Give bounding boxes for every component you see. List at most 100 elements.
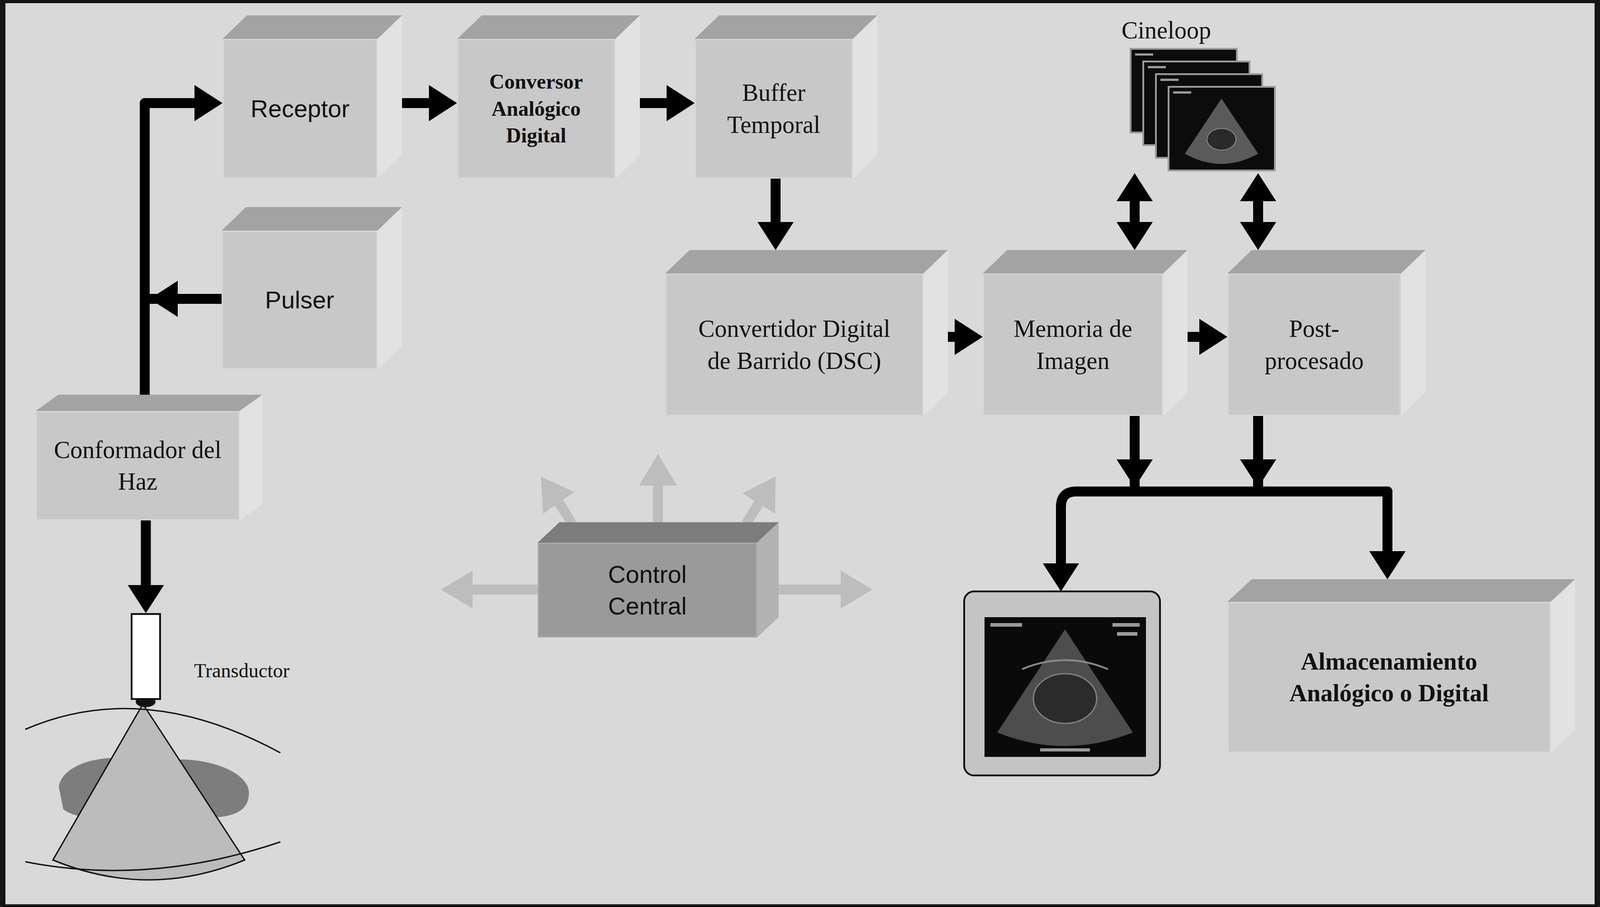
box-side [1401, 250, 1426, 417]
box-top [982, 250, 1188, 274]
label-area: Receptor [222, 38, 378, 179]
screen-marks [1112, 623, 1140, 627]
label-area: Almacenamiento Analógico o Digital [1227, 601, 1551, 753]
process-box: Receptor [222, 15, 403, 179]
box-side [923, 250, 948, 417]
node-label: Pulser [265, 284, 335, 316]
process-box: Memoria de Imagen [982, 250, 1188, 417]
control-arrow-head [742, 476, 776, 514]
frame-fan [1184, 98, 1259, 165]
node-label: Convertidor Digital de Barrido (DSC) [688, 312, 901, 377]
box-face [666, 274, 924, 416]
node-label: Memoria de Imagen [998, 312, 1148, 377]
connector-line [144, 103, 198, 395]
box-top [1227, 250, 1426, 274]
label-area: Conversor Analógico Digital [457, 38, 616, 179]
frame-marks [1135, 53, 1154, 56]
control-arrow-head [540, 476, 575, 514]
process-box: Post-procesado [1227, 250, 1426, 417]
node-label: Conversor Analógico Digital [470, 68, 602, 150]
screen-organ [1033, 673, 1097, 724]
connector-arrow [639, 85, 696, 122]
connector-line [770, 178, 781, 225]
transducer-probe: Transductor [130, 613, 161, 701]
box-side [1550, 579, 1576, 753]
control-arrow [746, 503, 759, 524]
box-face [1228, 274, 1401, 416]
connector-line [1258, 416, 1388, 554]
body-surface [25, 842, 281, 871]
box-top [537, 522, 779, 543]
label-area: Pulser [221, 230, 378, 370]
connector-arrow [1240, 173, 1277, 251]
node-label: Post-procesado [1246, 312, 1383, 377]
screen-marks [990, 623, 1023, 627]
box-face [457, 39, 615, 179]
process-box: Pulser [221, 207, 403, 370]
box-face [538, 543, 757, 638]
arrow-head [149, 280, 178, 318]
frame-marks [1147, 66, 1166, 69]
connector-arrow [947, 318, 983, 356]
scan-fan [52, 704, 245, 881]
frame-organ [1207, 128, 1236, 151]
monitor [964, 591, 1160, 776]
node-label: Almacenamiento Analógico o Digital [1262, 645, 1516, 710]
connector-line [141, 520, 152, 588]
frame-marks [1160, 78, 1179, 81]
connector-line [144, 298, 222, 395]
connector-arrow [1258, 416, 1406, 580]
control-arrow [653, 483, 663, 523]
box-side [377, 207, 403, 370]
box-face [695, 39, 853, 179]
connector-arrow [1187, 318, 1228, 356]
arrow-head [954, 318, 983, 356]
control-arrow [778, 584, 844, 595]
label-area: Control Central [537, 542, 758, 638]
arrow-head [1042, 563, 1080, 592]
box-top [665, 250, 948, 274]
box-face [223, 39, 378, 179]
connector-arrow [1134, 416, 1406, 580]
arrow-head [757, 222, 794, 251]
screen-fan [997, 629, 1133, 747]
arrow-head [1240, 222, 1277, 251]
box-side [757, 522, 779, 638]
node-label: Cineloop [1121, 18, 1212, 43]
box-side [615, 15, 640, 179]
arrow-head [1116, 222, 1153, 251]
box-top [694, 15, 878, 39]
connector-arrow [127, 520, 165, 614]
label-area: Conformador del Haz [35, 411, 240, 521]
process-box: Control Central [537, 522, 779, 638]
box-top [457, 15, 640, 39]
box-side [852, 15, 878, 179]
connector-line [1134, 416, 1388, 554]
box-top [221, 207, 403, 231]
box-top [1227, 579, 1576, 602]
arrow-head [1369, 551, 1406, 580]
arrow-head [666, 85, 695, 122]
process-box: Almacenamiento Analógico o Digital [1227, 579, 1576, 753]
control-arrow-head [639, 454, 677, 486]
box-top [35, 394, 263, 412]
arrow-head [194, 85, 223, 122]
process-box: Buffer Temporal [694, 15, 878, 179]
connector-arrow [402, 85, 458, 122]
arrow-head [1116, 173, 1153, 202]
control-arrow [558, 502, 573, 524]
label-area: Convertidor Digital de Barrido (DSC) [665, 273, 924, 417]
control-arrow-head [840, 570, 873, 609]
label-area: Memoria de Imagen [982, 273, 1164, 417]
arrow-head [429, 85, 458, 122]
screen-marks [1040, 748, 1090, 752]
box-face [222, 231, 378, 370]
node-label: Control Central [575, 558, 720, 622]
box-shape [457, 15, 640, 179]
connector-line [1129, 198, 1140, 225]
label-area: Post-procesado [1227, 273, 1402, 417]
control-arrow-head [440, 570, 473, 609]
node-label: Transductor [194, 660, 290, 682]
connector-line [402, 98, 432, 109]
